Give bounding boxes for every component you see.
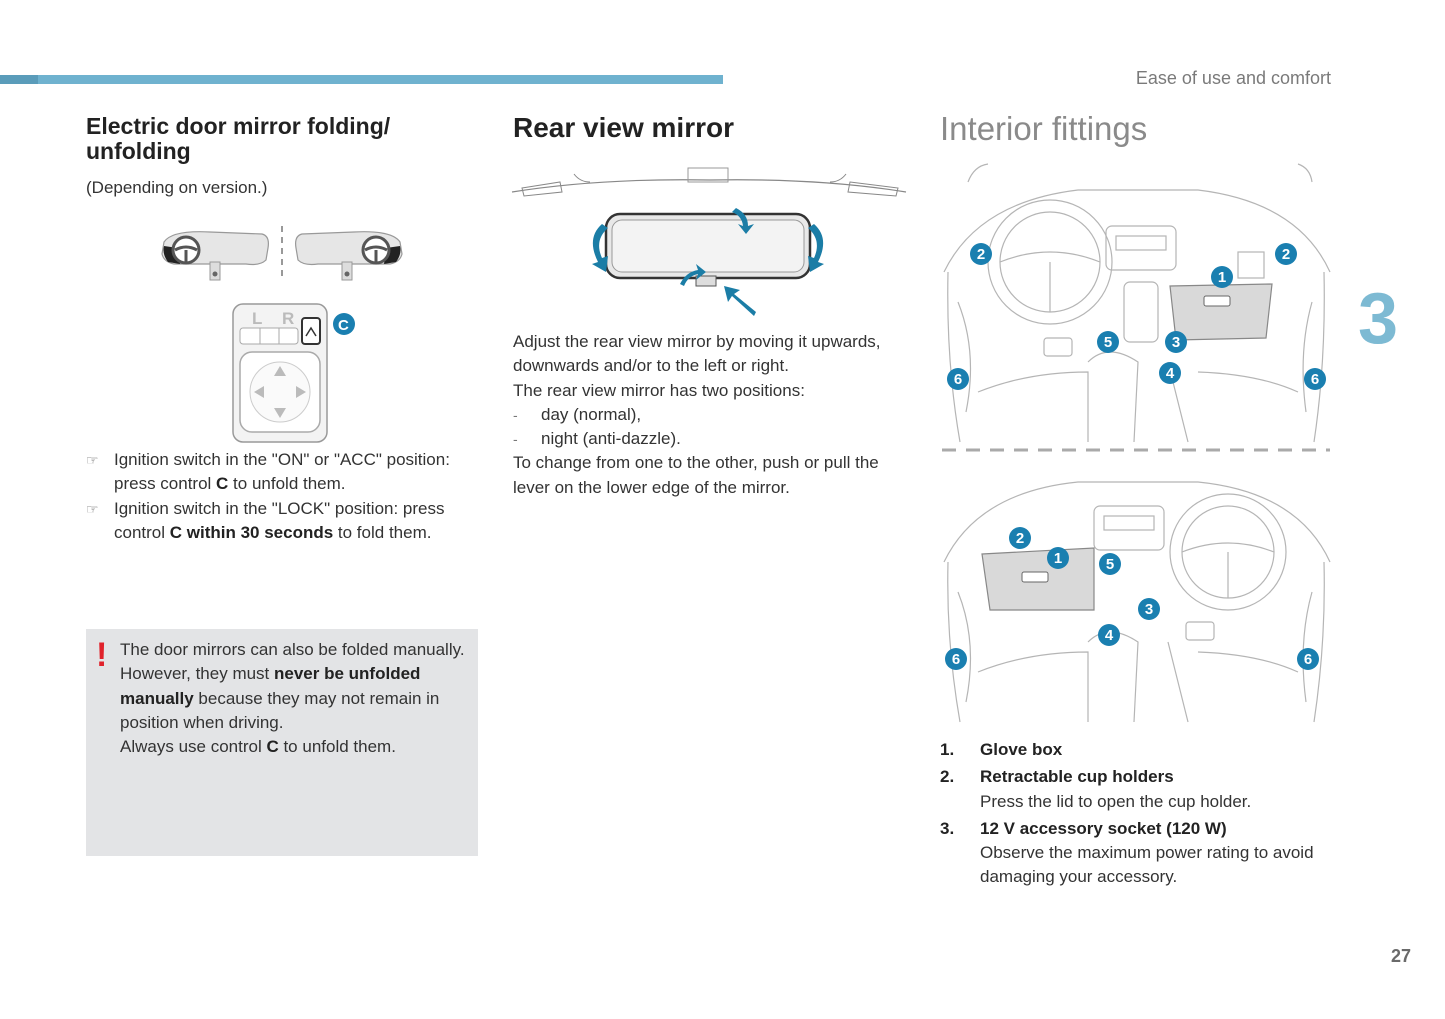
fittings-legend: 1. Glove box 2. Retractable cup holders … — [940, 738, 1340, 893]
glove-box-upper — [1169, 283, 1273, 341]
warning-exclamation-icon: ! — [96, 636, 108, 674]
rear-mirror-instructions: Adjust the rear view mirror by moving it… — [513, 330, 908, 500]
adjust-arrows-icon — [592, 208, 824, 316]
rear-view-mirror-illustration — [511, 167, 907, 316]
mirror-control-illustration: L R C — [161, 226, 403, 443]
callout-c-label: C — [338, 317, 349, 334]
legend-item-glove-box: 1. Glove box — [940, 740, 1063, 759]
callout-2-lower: 2 — [1016, 530, 1024, 547]
mirror-switch-panel: L R — [232, 303, 328, 443]
legend-item-accessory-socket: 3. 12 V accessory socket (120 W) Observe… — [940, 818, 1314, 887]
callout-c-badge — [333, 313, 355, 335]
rear-view-mirror-heading: Rear view mirror — [513, 112, 734, 143]
left-mirror-icon — [161, 231, 269, 281]
switch-label-r: R — [282, 309, 294, 328]
callout-5-lower: 5 — [1106, 556, 1114, 573]
option-night: -night (anti-dazzle). — [513, 429, 681, 449]
warning-box — [86, 629, 478, 856]
pointer-icon: ☞ — [86, 500, 99, 517]
callout-6-lower-left: 6 — [952, 651, 960, 668]
callout-1-upper: 1 — [1218, 269, 1226, 286]
callout-1-lower: 1 — [1054, 550, 1062, 567]
callout-4-upper: 4 — [1166, 365, 1175, 382]
section-label: Ease of use and comfort — [1135, 68, 1331, 88]
option-day: -day (normal), — [513, 404, 642, 424]
pointer-icon: ☞ — [86, 452, 99, 468]
warning-text: The door mirrors can also be folded manu… — [120, 640, 465, 757]
bullet-unfold: ☞ Ignition switch in the "ON" or "ACC" p… — [86, 450, 450, 494]
callout-6-upper-right: 6 — [1311, 371, 1319, 388]
header-accent-bar-tab — [0, 75, 38, 84]
callout-3-lower: 3 — [1145, 601, 1153, 618]
switch-label-l: L — [252, 309, 262, 328]
mirror-folding-heading: Electric door mirror folding/ unfolding — [86, 113, 391, 164]
callout-6-lower-right: 6 — [1304, 651, 1312, 668]
callout-2-upper-right: 2 — [1282, 246, 1290, 263]
header-accent-bar — [0, 75, 723, 84]
interior-fittings-heading: Interior fittings — [940, 110, 1148, 147]
callout-6-upper-left: 6 — [954, 371, 962, 388]
callout-2-upper-left: 2 — [977, 246, 985, 263]
chapter-number: 3 — [1358, 279, 1399, 359]
version-note: (Depending on version.) — [86, 178, 268, 197]
legend-item-cup-holders: 2. Retractable cup holders Press the lid… — [940, 767, 1252, 811]
callout-5-upper: 5 — [1104, 334, 1112, 351]
callout-4-lower: 4 — [1105, 627, 1114, 644]
folding-instructions: ☞ Ignition switch in the "ON" or "ACC" p… — [86, 448, 478, 545]
callout-3-upper: 3 — [1172, 334, 1180, 351]
interior-fittings-illustration: 1 2 2 3 4 5 6 6 1 2 3 4 5 6 6 — [942, 163, 1331, 723]
bullet-fold: ☞ Ignition switch in the "LOCK" position… — [86, 498, 445, 542]
page-number: 27 — [1390, 946, 1411, 966]
right-mirror-icon — [295, 231, 403, 281]
